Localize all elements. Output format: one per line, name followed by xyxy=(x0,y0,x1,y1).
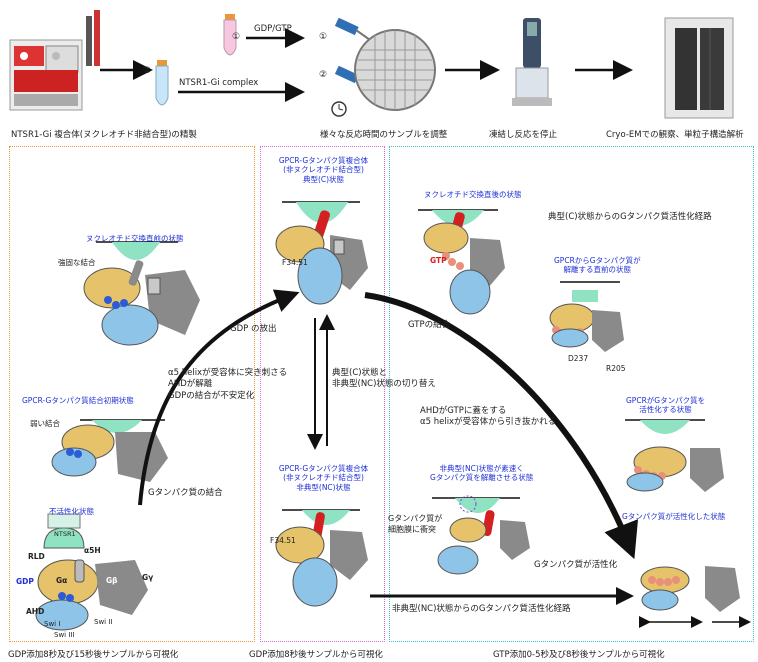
left-section-footer: GDP添加8秒及び15秒後サンプルから可視化 xyxy=(8,648,178,660)
noncanonical-title: GPCR-Gタンパク質複合体 (非ヌクレオチド結合型) 非典型(NC)状態 xyxy=(266,464,381,492)
sample-prep-caption: 様々な反応時間のサンプルを調整 xyxy=(320,128,447,140)
complex-pre-exchange xyxy=(84,242,200,345)
swi2-label: Swi II xyxy=(94,618,112,626)
purification-caption: NTSR1-Gi 複合体(ヌクレオチド非結合型)の精製 xyxy=(11,128,197,140)
cryo-em-microscope-icon xyxy=(665,18,733,118)
g-binding-label: Gタンパク質の結合 xyxy=(148,488,223,499)
em-grid-icon xyxy=(355,30,435,110)
ahd-gtp-text: AHDがGTPに蓋をする α5 helixが受容体から引き抜かれる xyxy=(420,406,556,429)
nc-dissociation-title: 非典型(NC)状態が素速く Gタンパク質を解離させる状態 xyxy=(430,464,533,483)
f3451-bottom-label: F34.51 xyxy=(270,536,296,545)
gtp-label: GTP xyxy=(430,256,447,265)
complex-noncanonical xyxy=(276,510,368,606)
rld-label: RLD xyxy=(28,552,45,561)
clock-icon xyxy=(332,102,346,116)
galpha-label: Gα xyxy=(56,576,67,585)
canonical-pathway-label: 典型(C)状態からのGタンパク質活性化経路 xyxy=(548,212,712,223)
complex-before-dissociation xyxy=(550,282,624,352)
canonical-title: GPCR-Gタンパク質複合体 (非ヌクレオチド結合型) 典型(C)状態 xyxy=(266,156,381,184)
before-dissociation-title: GPCRからGタンパク質が 解離する直前の状態 xyxy=(554,256,641,275)
gdp-release-label: GDP の放出 xyxy=(230,322,276,334)
nc-pathway-label: 非典型(NC)状態からのGタンパク質活性化経路 xyxy=(392,604,571,615)
a5-helix-text: α5 helixが受容体に突き刺さる AHDが解離 GDPの結合が不安定化 xyxy=(168,368,287,402)
weak-binding-label: 弱い結合 xyxy=(30,418,60,429)
post-exchange-title: ヌクレオチド交換直後の状態 xyxy=(424,190,522,199)
cryo-em-caption: Cryo-EMでの観察、単粒子構造解析 xyxy=(606,128,744,140)
f3451-top-label: F34.51 xyxy=(282,258,308,267)
purification-machine-icon xyxy=(10,10,100,110)
ntsr1-gi-complex-label: NTSR1-Gi complex xyxy=(179,78,258,88)
swi1-label: Swi I xyxy=(44,620,60,628)
complex-canonical xyxy=(276,202,368,304)
complex-nc-dissociation xyxy=(432,496,530,574)
activating-title: GPCRがGタンパク質を 活性化する状態 xyxy=(626,396,705,415)
ntsr1-label: NTSR1 xyxy=(54,530,76,538)
activation-label: Gタンパク質が活性化 xyxy=(534,560,617,571)
plunge-freezer-icon xyxy=(512,18,552,106)
grid-number-2: ② xyxy=(319,70,327,80)
complex-activating xyxy=(625,420,724,492)
ahd-label: AHD xyxy=(26,607,44,616)
inactive-state-title: 不活性化状態 xyxy=(49,507,94,516)
gdp-label: GDP xyxy=(16,577,34,586)
ggamma-label: Gγ xyxy=(142,573,153,582)
strong-binding-label: 強固な結合 xyxy=(58,257,96,268)
r205-label: R205 xyxy=(606,364,626,373)
gtp-binding-label: GTPの結合 xyxy=(408,320,450,331)
membrane-collision-label: Gタンパク質が 細胞膜に衝突 xyxy=(388,514,442,536)
gbeta-label: Gβ xyxy=(106,576,118,585)
tube1-number: ① xyxy=(232,32,240,42)
gdp-gtp-label: GDP/GTP xyxy=(254,24,292,34)
initial-state-title: GPCR-Gタンパク質結合初期状態 xyxy=(22,396,134,405)
swi3-label: Swi III xyxy=(54,631,75,639)
grid-number-1: ① xyxy=(319,32,327,42)
middle-section-footer: GDP添加8秒後サンプルから可視化 xyxy=(249,648,383,660)
d237-label: D237 xyxy=(568,354,588,363)
tube2-number: ② xyxy=(143,66,151,76)
activated-title: Gタンパク質が活性化した状態 xyxy=(622,512,725,521)
complex-inactive xyxy=(36,514,148,630)
right-section-footer: GTP添加0-5秒及び8秒後サンプルから可視化 xyxy=(493,648,665,660)
pre-exchange-title: ヌクレオチド交換直前の状態 xyxy=(86,234,184,243)
a5h-label: α5H xyxy=(84,546,101,555)
complex-activated xyxy=(641,566,748,622)
ntsr1-gi-tube-icon xyxy=(156,60,168,105)
freeze-caption: 凍結し反応を停止 xyxy=(489,128,557,140)
switch-text: 典型(C)状態と 非典型(NC)状態の切り替え xyxy=(332,368,436,391)
